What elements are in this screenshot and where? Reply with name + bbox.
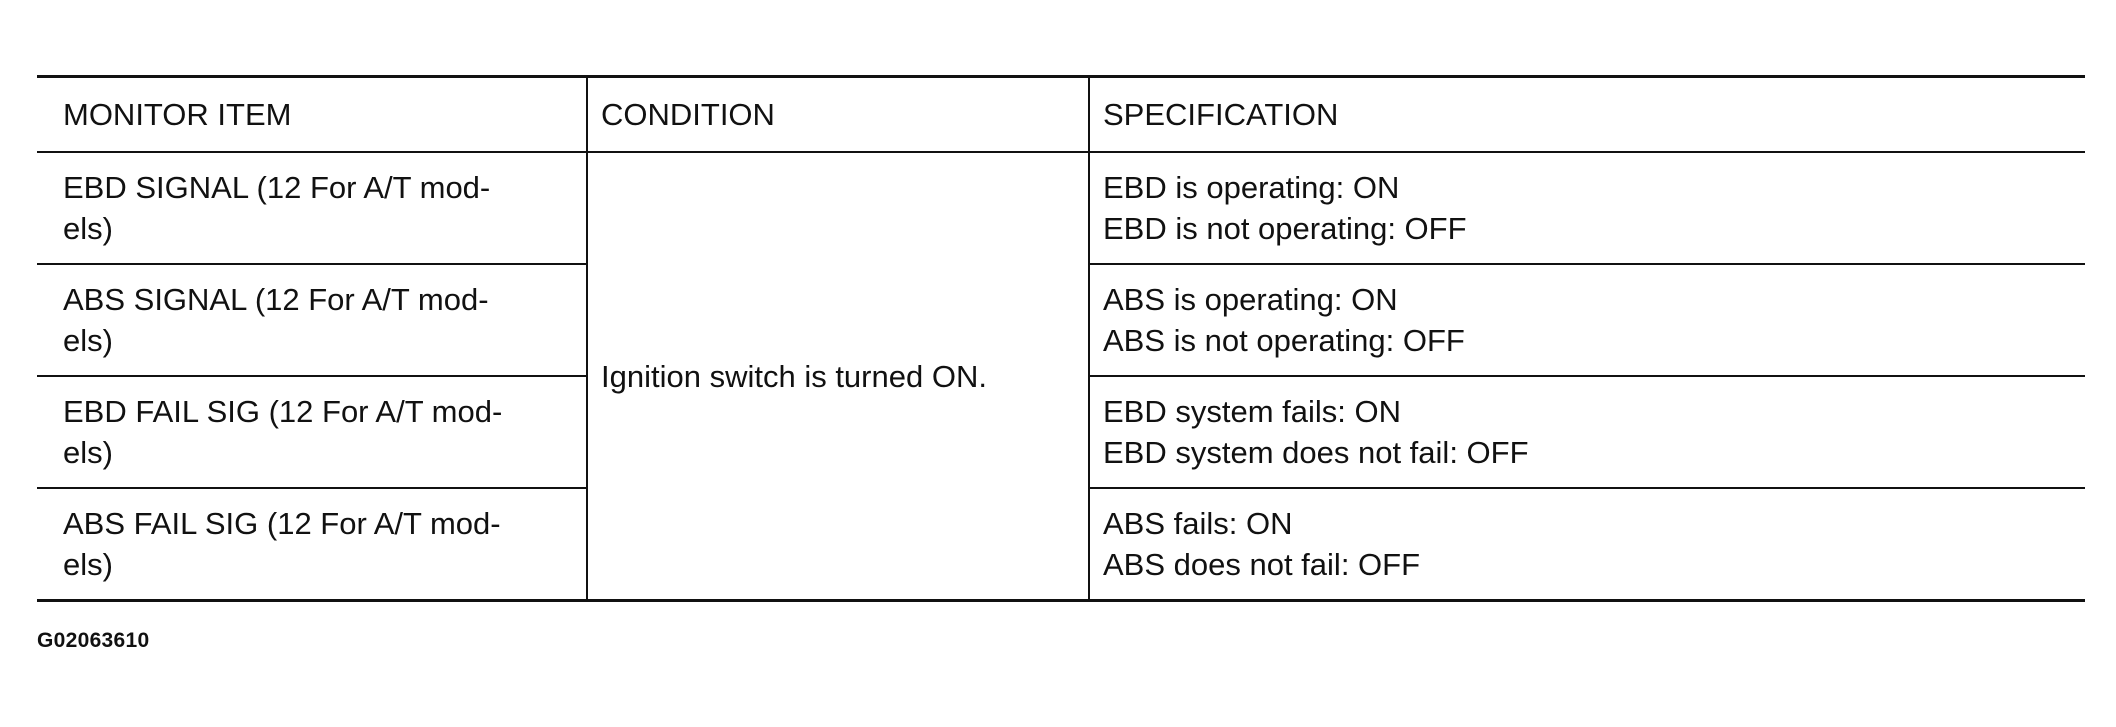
monitor-item-table: MONITOR ITEM CONDITION SPECIFICATION EBD… <box>37 75 2085 602</box>
specification-cell: ABS fails: ON ABS does not fail: OFF <box>1088 488 2085 602</box>
specification-line: EBD system fails: ON <box>1103 394 1401 429</box>
specification-cell: EBD is operating: ON EBD is not operatin… <box>1088 152 2085 265</box>
table-row: ABS SIGNAL (12 For A/T mod- els) ABS is … <box>37 264 2085 377</box>
monitor-item-line: els) <box>63 211 113 246</box>
monitor-item-line: ABS FAIL SIG (12 For A/T mod- <box>63 506 501 541</box>
table-body: EBD SIGNAL (12 For A/T mod- els) Ignitio… <box>37 152 2085 602</box>
table-row: EBD SIGNAL (12 For A/T mod- els) Ignitio… <box>37 152 2085 602</box>
header-monitor-item: MONITOR ITEM <box>37 75 587 153</box>
monitor-item-line: EBD SIGNAL (12 For A/T mod- <box>63 170 491 205</box>
monitor-item-line: ABS SIGNAL (12 For A/T mod- <box>63 282 489 317</box>
header-condition: CONDITION <box>586 75 1089 153</box>
figure-id: G02063610 <box>37 629 150 652</box>
monitor-item-line: els) <box>63 547 113 582</box>
specification-line: EBD system does not fail: OFF <box>1103 435 1529 470</box>
table-row: ABS FAIL SIG (12 For A/T mod- els) ABS f… <box>37 488 2085 602</box>
specification-line: ABS is not operating: OFF <box>1103 323 1465 358</box>
specification-line: EBD is not operating: OFF <box>1103 211 1467 246</box>
specification-line: ABS is operating: ON <box>1103 282 1398 317</box>
specification-cell: ABS is operating: ON ABS is not operatin… <box>1088 264 2085 377</box>
monitor-item-line: els) <box>63 435 113 470</box>
monitor-item-line: els) <box>63 323 113 358</box>
table-header: MONITOR ITEM CONDITION SPECIFICATION <box>37 75 2085 153</box>
specification-line: ABS does not fail: OFF <box>1103 547 1421 582</box>
table-row: EBD FAIL SIG (12 For A/T mod- els) EBD s… <box>37 376 2085 489</box>
monitor-item-cell: ABS SIGNAL (12 For A/T mod- els) <box>37 264 587 377</box>
specification-cell: EBD system fails: ON EBD system does not… <box>1088 376 2085 489</box>
specification-line: EBD is operating: ON <box>1103 170 1400 205</box>
monitor-item-cell: EBD FAIL SIG (12 For A/T mod- els) <box>37 376 587 489</box>
monitor-item-cell: ABS FAIL SIG (12 For A/T mod- els) <box>37 488 587 602</box>
condition-text: Ignition switch is turned ON. <box>601 358 987 394</box>
monitor-item-cell: EBD SIGNAL (12 For A/T mod- els) <box>37 152 587 265</box>
monitor-item-line: EBD FAIL SIG (12 For A/T mod- <box>63 394 503 429</box>
specification-line: ABS fails: ON <box>1103 506 1293 541</box>
header-row: MONITOR ITEM CONDITION SPECIFICATION <box>37 75 2085 153</box>
condition-cell: Ignition switch is turned ON. <box>586 152 1089 602</box>
header-specification: SPECIFICATION <box>1088 75 2085 153</box>
